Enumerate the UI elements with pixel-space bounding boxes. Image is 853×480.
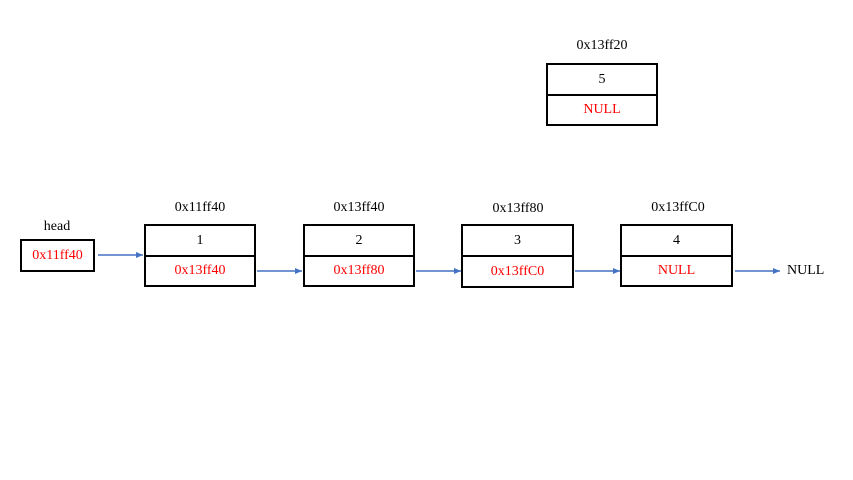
- node-4-next: NULL: [657, 263, 696, 278]
- list-end-null: NULL: [787, 263, 825, 278]
- node-3-data: 3: [463, 226, 572, 257]
- node-4: 4 NULL: [620, 224, 733, 287]
- node-3-next: 0x13ffC0: [490, 263, 545, 279]
- node-3-address: 0x13ff80: [492, 201, 544, 216]
- node-4-data: 4: [622, 226, 731, 257]
- detached-node-next: NULL: [583, 102, 621, 117]
- node-1-data: 1: [146, 226, 254, 257]
- node-3: 3 0x13ffC0: [461, 224, 574, 288]
- node-4-address: 0x13ffC0: [651, 200, 705, 215]
- node-2-next: 0x13ff80: [333, 263, 385, 278]
- head-pointer-box: 0x11ff40: [20, 239, 95, 272]
- detached-node-address: 0x13ff20: [576, 38, 628, 53]
- node-2-address: 0x13ff40: [333, 200, 385, 215]
- node-2-data: 2: [305, 226, 413, 257]
- node-1-address: 0x11ff40: [174, 200, 226, 215]
- node-1: 1 0x13ff40: [144, 224, 256, 287]
- node-2: 2 0x13ff80: [303, 224, 415, 287]
- head-label: head: [43, 219, 71, 234]
- detached-node-data: 5: [548, 65, 656, 96]
- detached-node: 5 NULL: [546, 63, 658, 126]
- node-1-next: 0x13ff40: [174, 263, 226, 278]
